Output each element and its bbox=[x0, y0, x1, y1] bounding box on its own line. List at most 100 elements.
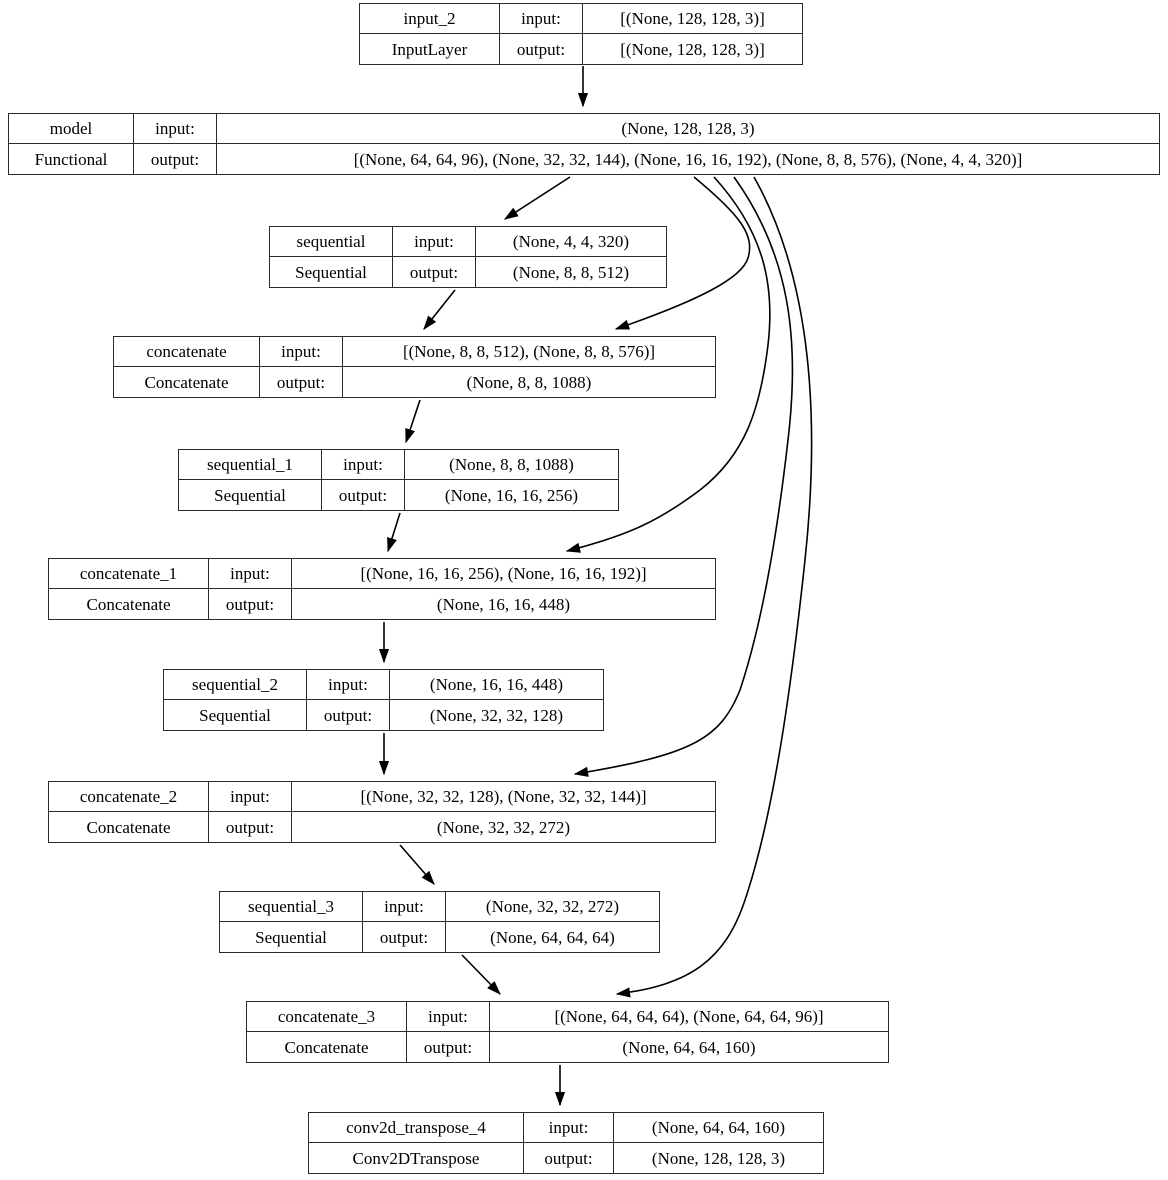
concatenate_3-input-label: input: bbox=[407, 1002, 490, 1031]
concatenate_2-output-shape: (None, 32, 32, 272) bbox=[436, 817, 571, 837]
concatenate_1-layer-class: Concatenate bbox=[49, 589, 209, 619]
concatenate_1-layer-name: concatenate_1 bbox=[49, 559, 209, 588]
sequential-input-shape: (None, 4, 4, 320) bbox=[512, 232, 630, 251]
conv2d_transpose_4-layer-name: conv2d_transpose_4 bbox=[309, 1113, 524, 1142]
concatenate_2-layer-name: concatenate_2 bbox=[49, 782, 209, 811]
sequential-output-label: output: bbox=[393, 257, 476, 287]
edge-sequential_3-to-concatenate_3 bbox=[461, 954, 501, 995]
sequential-layer-class: Sequential bbox=[270, 257, 393, 287]
concatenate-layer-name: concatenate bbox=[114, 337, 260, 366]
sequential_1-layer-class: Sequential bbox=[179, 480, 322, 510]
concatenate_1-input-label: input: bbox=[209, 559, 292, 588]
sequential_1-layer-name: sequential_1 bbox=[179, 450, 322, 479]
edge-sequential_1-to-concatenate_1 bbox=[387, 512, 401, 553]
sequential-output-shape: (None, 8, 8, 512) bbox=[512, 262, 630, 282]
conv2d_transpose_4-input-shape: (None, 64, 64, 160) bbox=[651, 1118, 786, 1137]
concatenate_1-output-shape: (None, 16, 16, 448) bbox=[436, 594, 571, 614]
input_2-input-label: input: bbox=[500, 4, 583, 33]
concatenate_1-input-shape: [(None, 16, 16, 256), (None, 16, 16, 192… bbox=[360, 564, 647, 583]
concatenate-output-label: output: bbox=[260, 367, 343, 397]
model-input-shape: (None, 128, 128, 3) bbox=[621, 119, 755, 138]
concatenate_3-output-shape: (None, 64, 64, 160) bbox=[622, 1037, 756, 1057]
concatenate_2-input-shape: [(None, 32, 32, 128), (None, 32, 32, 144… bbox=[360, 787, 647, 806]
concatenate_3-output-label: output: bbox=[407, 1032, 490, 1062]
sequential_3-input-shape: (None, 32, 32, 272) bbox=[485, 897, 620, 916]
concatenate_2-layer-class: Concatenate bbox=[49, 812, 209, 842]
sequential_2-input-shape: (None, 16, 16, 448) bbox=[429, 675, 564, 694]
model-output-label: output: bbox=[134, 144, 217, 174]
sequential_2-layer-class: Sequential bbox=[164, 700, 307, 730]
edge-concatenate-to-sequential_1 bbox=[405, 399, 421, 444]
sequential_3-output-shape: (None, 64, 64, 64) bbox=[490, 927, 615, 947]
sequential-input-label: input: bbox=[393, 227, 476, 256]
input_2-output-shape: [(None, 128, 128, 3)] bbox=[620, 39, 765, 59]
concatenate_2-output-label: output: bbox=[209, 812, 292, 842]
input_2-layer-name: input_2 bbox=[360, 4, 500, 33]
model-layer-name: model bbox=[9, 114, 134, 143]
input_2-output-label: output: bbox=[500, 34, 583, 64]
concatenate_3-layer-class: Concatenate bbox=[247, 1032, 407, 1062]
sequential_2-layer-name: sequential_2 bbox=[164, 670, 307, 699]
sequential_1-input-shape: (None, 8, 8, 1088) bbox=[449, 455, 574, 474]
sequential_3-layer-name: sequential_3 bbox=[220, 892, 363, 921]
concatenate_1-output-label: output: bbox=[209, 589, 292, 619]
sequential_3-layer-class: Sequential bbox=[220, 922, 363, 952]
sequential_3-input-label: input: bbox=[363, 892, 446, 921]
model-layer-class: Functional bbox=[9, 144, 134, 174]
concatenate-layer-class: Concatenate bbox=[114, 367, 260, 397]
sequential_1-output-shape: (None, 16, 16, 256) bbox=[444, 485, 579, 505]
conv2d_transpose_4-output-label: output: bbox=[524, 1143, 614, 1173]
conv2d_transpose_4-input-label: input: bbox=[524, 1113, 614, 1142]
sequential_2-output-label: output: bbox=[307, 700, 390, 730]
sequential-layer-name: sequential bbox=[270, 227, 393, 256]
concatenate_3-input-shape: [(None, 64, 64, 64), (None, 64, 64, 96)] bbox=[554, 1007, 824, 1026]
input_2-input-shape: [(None, 128, 128, 3)] bbox=[620, 9, 765, 28]
model-output-shape: [(None, 64, 64, 96), (None, 32, 32, 144)… bbox=[353, 149, 1023, 169]
concatenate_2-input-label: input: bbox=[209, 782, 292, 811]
edge-sequential-to-concatenate bbox=[423, 289, 456, 331]
conv2d_transpose_4-output-shape: (None, 128, 128, 3) bbox=[651, 1148, 786, 1168]
concatenate_3-layer-name: concatenate_3 bbox=[247, 1002, 407, 1031]
sequential_1-input-label: input: bbox=[322, 450, 405, 479]
edge-model-to-sequential bbox=[503, 176, 571, 220]
concatenate-output-shape: (None, 8, 8, 1088) bbox=[466, 372, 592, 392]
sequential_2-output-shape: (None, 32, 32, 128) bbox=[429, 705, 564, 725]
model-input-label: input: bbox=[134, 114, 217, 143]
sequential_1-output-label: output: bbox=[322, 480, 405, 510]
sequential_2-input-label: input: bbox=[307, 670, 390, 699]
